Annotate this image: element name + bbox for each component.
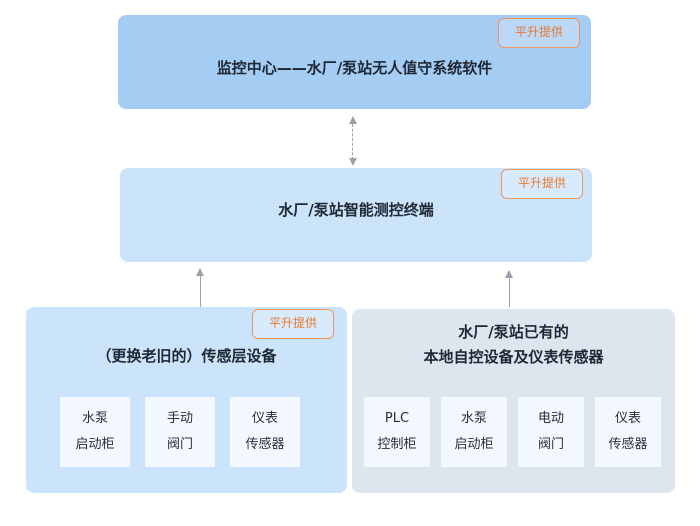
sensor-layer-box: 平升提供 （更换老旧的）传感层设备 水泵 启动柜 手动 阀门 仪表 传感器 xyxy=(26,307,347,493)
bidirectional-arrow-up-head xyxy=(349,116,357,124)
existing-equipment-box: 水厂/泵站已有的 本地自控设备及仪表传感器 PLC 控制柜 水泵 启动柜 电动 … xyxy=(352,309,675,493)
smart-terminal-box: 平升提供 水厂/泵站智能测控终端 xyxy=(120,168,592,262)
provider-badge-middle: 平升提供 xyxy=(501,169,583,199)
monitoring-center-box: 平升提供 监控中心——水厂/泵站无人值守系统软件 xyxy=(118,15,591,109)
smart-terminal-title: 水厂/泵站智能测控终端 xyxy=(278,201,434,219)
left-up-arrow-head xyxy=(196,268,204,276)
bidirectional-arrow-down-head xyxy=(349,158,357,166)
device-card-instrument-sensor: 仪表 传感器 xyxy=(230,397,300,467)
device-card-pump-cabinet-existing: 水泵 启动柜 xyxy=(441,397,507,467)
existing-equipment-title-line2: 本地自控设备及仪表传感器 xyxy=(423,348,604,366)
right-up-arrow xyxy=(509,277,510,307)
existing-equipment-title-line1: 水厂/泵站已有的 xyxy=(458,323,569,341)
device-card-pump-cabinet: 水泵 启动柜 xyxy=(60,397,130,467)
monitoring-center-title: 监控中心——水厂/泵站无人值守系统软件 xyxy=(216,59,493,77)
right-up-arrow-head xyxy=(505,270,513,278)
provider-badge-top: 平升提供 xyxy=(498,18,580,48)
bidirectional-dashed-arrow xyxy=(352,124,353,160)
device-card-plc-cabinet: PLC 控制柜 xyxy=(364,397,430,467)
device-card-electric-valve: 电动 阀门 xyxy=(518,397,584,467)
left-up-arrow xyxy=(200,275,201,307)
device-card-manual-valve: 手动 阀门 xyxy=(145,397,215,467)
provider-badge-left: 平升提供 xyxy=(252,309,334,339)
sensor-layer-title: （更换老旧的）传感层设备 xyxy=(96,347,277,365)
device-card-instrument-sensor-existing: 仪表 传感器 xyxy=(595,397,661,467)
